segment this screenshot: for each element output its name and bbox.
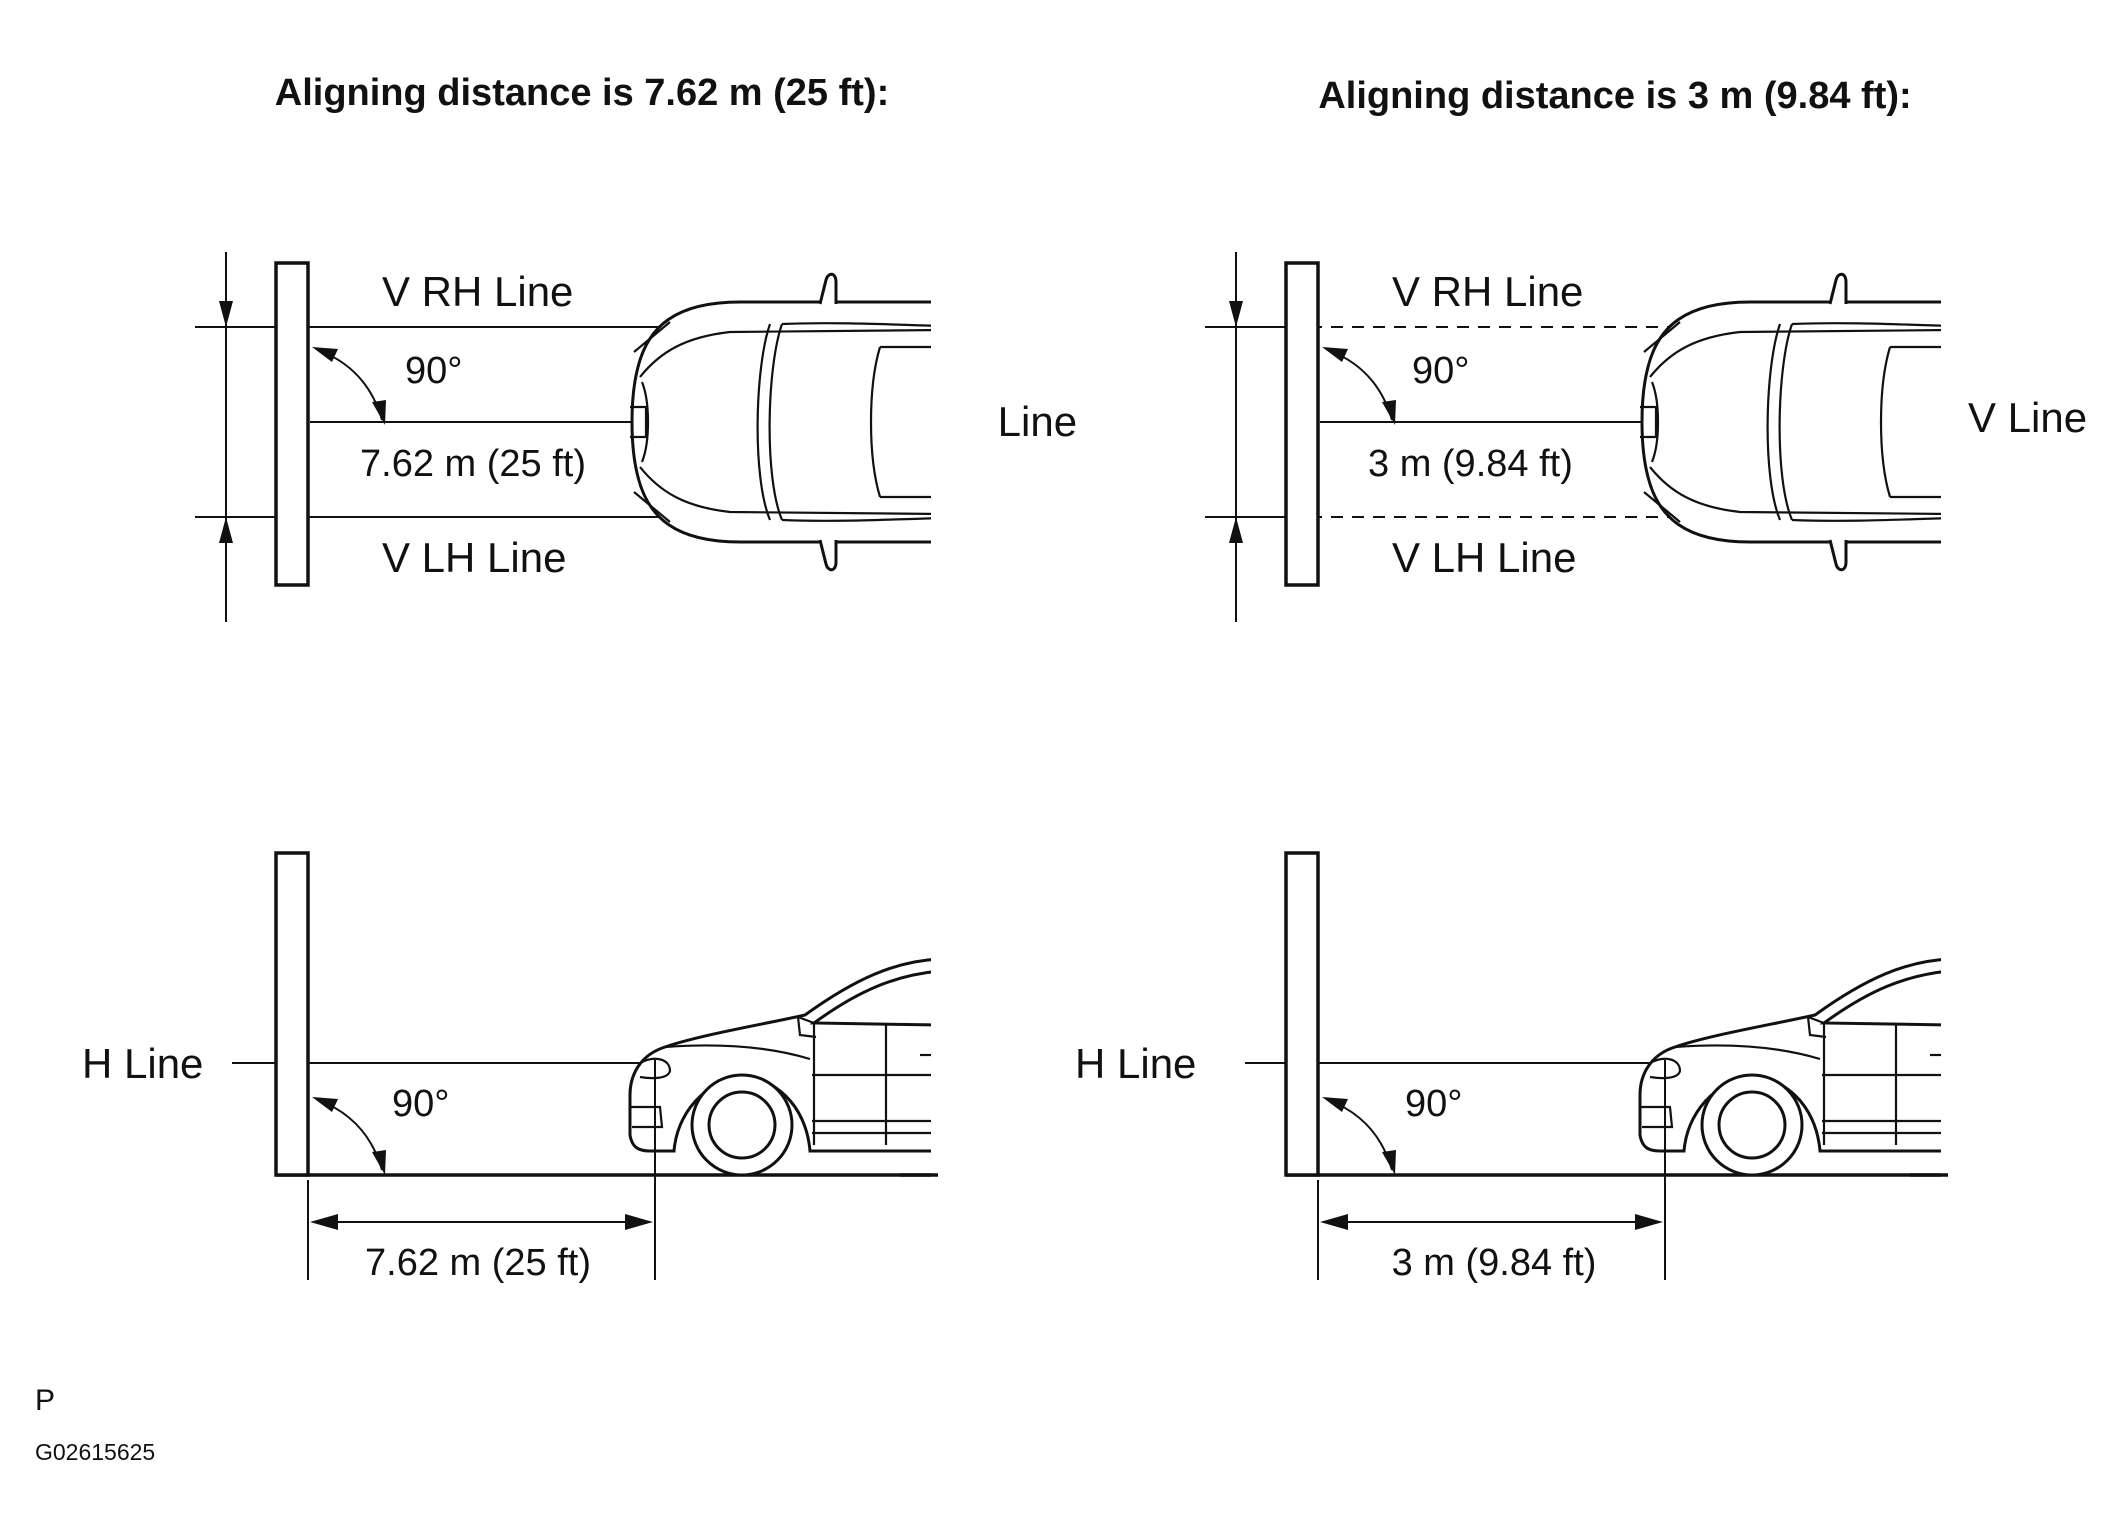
angle-label: 90° [405, 350, 462, 392]
v-line-label: V Line [1968, 394, 2087, 441]
arrow-right-icon [625, 1214, 653, 1230]
panel-right-title: Aligning distance is 3 m (9.84 ft): [1318, 75, 1911, 117]
car-side-view [628, 957, 942, 1177]
panel-right: Aligning distance is 3 m (9.84 ft): V RH… [1075, 75, 2087, 1284]
v-rh-line-label: V RH Line [1392, 268, 1583, 315]
angle-arc [1327, 1099, 1393, 1171]
arrow-down-icon [219, 301, 233, 327]
arrow-up-icon [1229, 517, 1243, 543]
top-view-right: V RH Line 90° V Line 3 m (9.84 ft) V LH … [1205, 252, 2087, 622]
distance-label: 3 m (9.84 ft) [1368, 443, 1573, 485]
v-lh-line-label: V LH Line [382, 534, 566, 581]
angle-label: 90° [1405, 1083, 1462, 1125]
wall-screen [274, 851, 310, 1177]
arrow-left-icon [310, 1214, 338, 1230]
panel-left: Aligning distance is 7.62 m (25 ft): V R… [82, 72, 1077, 1284]
v-rh-line-label: V RH Line [382, 268, 573, 315]
angle-arc [317, 1099, 383, 1171]
wall-screen [274, 261, 310, 587]
arrow-down-icon [1229, 301, 1243, 327]
side-view-left: H Line 90° 7.62 m (25 ft) [82, 851, 991, 1284]
v-lh-line-label: V LH Line [1392, 534, 1576, 581]
arrow-up-icon [219, 517, 233, 543]
distance-label: 7.62 m (25 ft) [365, 1242, 591, 1284]
h-line-label: H Line [82, 1040, 203, 1087]
arrow-right-icon [1635, 1214, 1663, 1230]
top-view-left: V RH Line 90° V Line 7.62 m (25 ft) V LH… [195, 252, 1077, 622]
car-top-view [628, 272, 942, 572]
car-side-view [1638, 957, 1952, 1177]
wall-screen [1284, 851, 1320, 1177]
car-top-view [1638, 272, 1952, 572]
angle-arc [317, 349, 383, 421]
angle-arc [1327, 349, 1393, 421]
arrow-left-icon [1320, 1214, 1348, 1230]
distance-label: 7.62 m (25 ft) [360, 443, 586, 485]
wall-screen [1284, 261, 1320, 587]
panel-left-title: Aligning distance is 7.62 m (25 ft): [275, 72, 889, 114]
angle-label: 90° [1412, 350, 1469, 392]
angle-label: 90° [392, 1083, 449, 1125]
h-line-label: H Line [1075, 1040, 1196, 1087]
figure-id: G02615625 [35, 1439, 155, 1465]
distance-label: 3 m (9.84 ft) [1392, 1242, 1597, 1284]
side-view-right: H Line 90° 3 m (9.84 ft) [1075, 851, 1961, 1284]
footer-mark: P [35, 1384, 55, 1417]
